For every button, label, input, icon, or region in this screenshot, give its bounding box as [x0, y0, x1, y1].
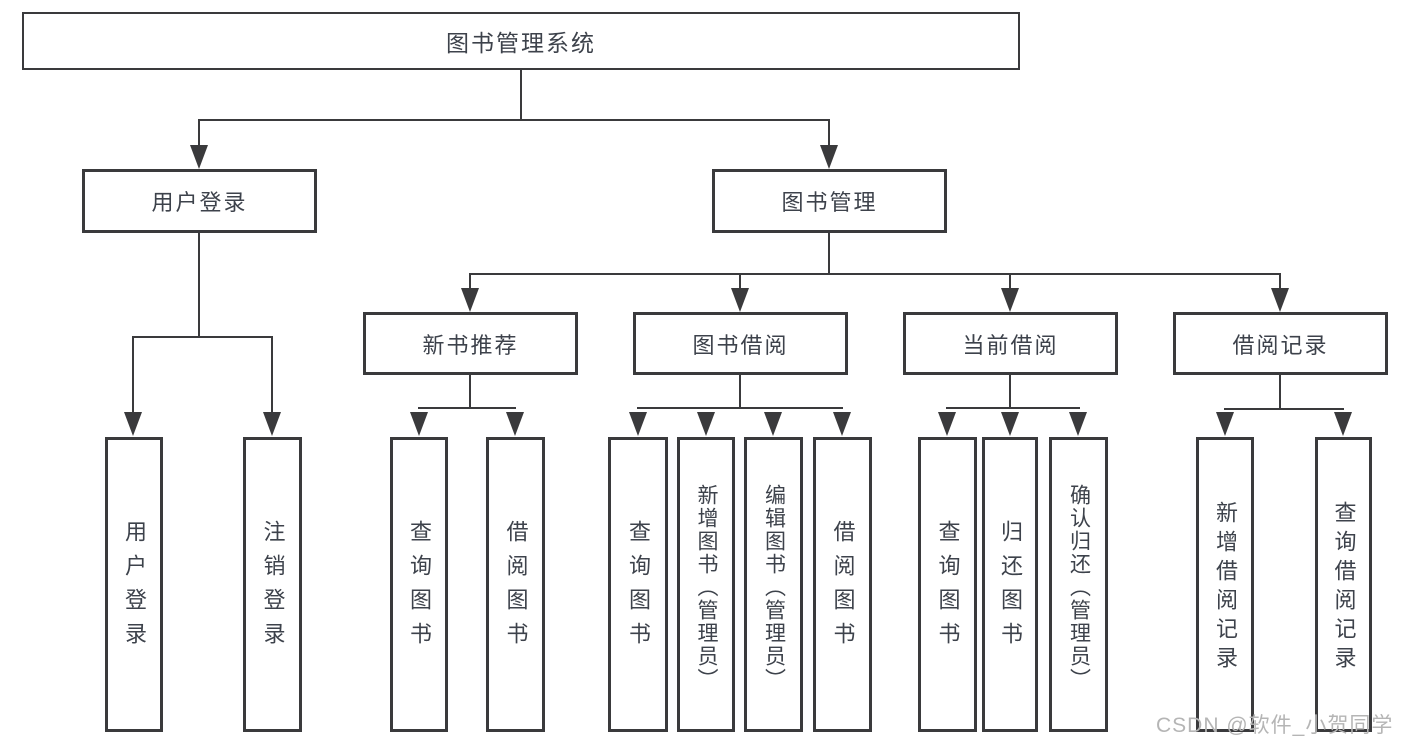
leaf-logout-login: 注销登录	[243, 437, 302, 732]
arrow-down-icon	[124, 412, 142, 436]
connector-line	[198, 233, 200, 338]
node-borrowing-records: 借阅记录	[1173, 312, 1388, 375]
connector-line	[1009, 273, 1011, 291]
arrow-down-icon	[410, 412, 428, 436]
arrow-down-icon	[1271, 288, 1289, 312]
arrow-down-icon	[263, 412, 281, 436]
node-book-management: 图书管理	[712, 169, 947, 233]
leaf-add-borrow-record: 新增借阅记录	[1196, 437, 1254, 732]
arrow-down-icon	[1001, 288, 1019, 312]
connector-line	[132, 336, 273, 338]
leaf-query-books-recommend: 查询图书	[390, 437, 448, 732]
arrow-down-icon	[1001, 412, 1019, 436]
arrow-down-icon	[1216, 412, 1234, 436]
arrow-down-icon	[629, 412, 647, 436]
connector-line	[828, 119, 830, 149]
connector-line	[739, 273, 741, 291]
connector-line	[828, 233, 830, 275]
arrow-down-icon	[190, 145, 208, 169]
arrow-down-icon	[461, 288, 479, 312]
arrow-down-icon	[697, 412, 715, 436]
connector-line	[198, 119, 200, 149]
connector-line	[946, 407, 1080, 409]
leaf-confirm-return-admin: 确认归还（管理员）	[1049, 437, 1108, 732]
arrow-down-icon	[764, 412, 782, 436]
leaf-edit-books-admin: 编辑图书（管理员）	[744, 437, 803, 732]
connector-line	[739, 375, 741, 409]
arrow-down-icon	[833, 412, 851, 436]
connector-line	[271, 336, 273, 414]
leaf-add-books-admin: 新增图书（管理员）	[677, 437, 735, 732]
watermark-text: CSDN @软件_小贺同学	[1156, 714, 1394, 737]
leaf-query-borrow-record: 查询借阅记录	[1315, 437, 1372, 732]
node-new-book-recommend: 新书推荐	[363, 312, 578, 375]
connector-line	[637, 407, 843, 409]
connector-line	[418, 407, 516, 409]
connector-line	[520, 70, 522, 120]
leaf-return-books: 归还图书	[982, 437, 1038, 732]
leaf-query-books-borrowing: 查询图书	[608, 437, 668, 732]
node-user-login: 用户登录	[82, 169, 317, 233]
leaf-user-login: 用户登录	[105, 437, 163, 732]
arrow-down-icon	[731, 288, 749, 312]
arrow-down-icon	[820, 145, 838, 169]
connector-line	[1279, 375, 1281, 410]
connector-line	[1009, 375, 1011, 409]
connector-line	[132, 336, 134, 414]
node-library-system: 图书管理系统	[22, 12, 1020, 70]
leaf-borrow-books-recommend: 借阅图书	[486, 437, 545, 732]
arrow-down-icon	[1334, 412, 1352, 436]
arrow-down-icon	[506, 412, 524, 436]
connector-line	[469, 273, 1281, 275]
leaf-query-books-current: 查询图书	[918, 437, 977, 732]
connector-line	[469, 375, 471, 409]
node-book-borrowing: 图书借阅	[633, 312, 848, 375]
arrow-down-icon	[938, 412, 956, 436]
connector-line	[198, 119, 830, 121]
leaf-borrow-books-borrowing: 借阅图书	[813, 437, 872, 732]
arrow-down-icon	[1069, 412, 1087, 436]
connector-line	[1224, 408, 1344, 410]
connector-line	[1279, 273, 1281, 291]
connector-line	[469, 273, 471, 291]
node-current-borrowing: 当前借阅	[903, 312, 1118, 375]
